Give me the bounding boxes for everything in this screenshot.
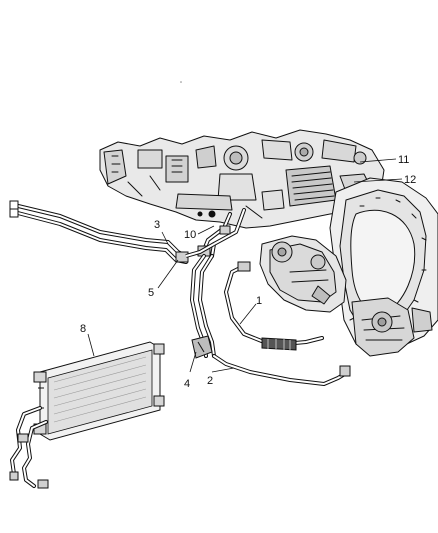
cooler-line-3 <box>9 200 188 264</box>
callout-12: 12 <box>404 174 416 186</box>
cooler-outlet-lines <box>9 406 49 489</box>
leader-3 <box>161 231 169 245</box>
engine-assembly <box>99 129 385 229</box>
fitting-5 <box>175 242 215 263</box>
callout-3: 3 <box>154 219 160 231</box>
stray-dot <box>180 81 182 83</box>
callout-4: 4 <box>184 378 190 390</box>
leader-1 <box>239 303 257 325</box>
leader-4 <box>189 351 197 373</box>
callout-1: 1 <box>256 295 262 307</box>
cooler-line-2 <box>212 354 351 386</box>
leader-lines <box>87 158 403 373</box>
leader-12 <box>353 178 403 183</box>
converter-housing <box>259 235 347 313</box>
callout-11: 11 <box>398 154 409 166</box>
leader-8 <box>87 333 95 357</box>
callout-labels: 1 2 3 4 5 8 10 11 12 <box>80 154 416 390</box>
cooler-line-4 <box>190 254 216 359</box>
cooler-line-1 <box>224 261 324 351</box>
callout-5: 5 <box>148 287 154 299</box>
leader-2 <box>211 367 235 373</box>
leader-10 <box>197 225 215 235</box>
transmission-housing <box>329 177 438 357</box>
callout-10: 10 <box>184 229 196 241</box>
leader-11 <box>359 158 397 163</box>
callout-8: 8 <box>80 323 86 335</box>
leader-5 <box>157 259 179 289</box>
callout-2: 2 <box>207 375 213 387</box>
transmission-oil-cooler-8 <box>33 341 165 441</box>
